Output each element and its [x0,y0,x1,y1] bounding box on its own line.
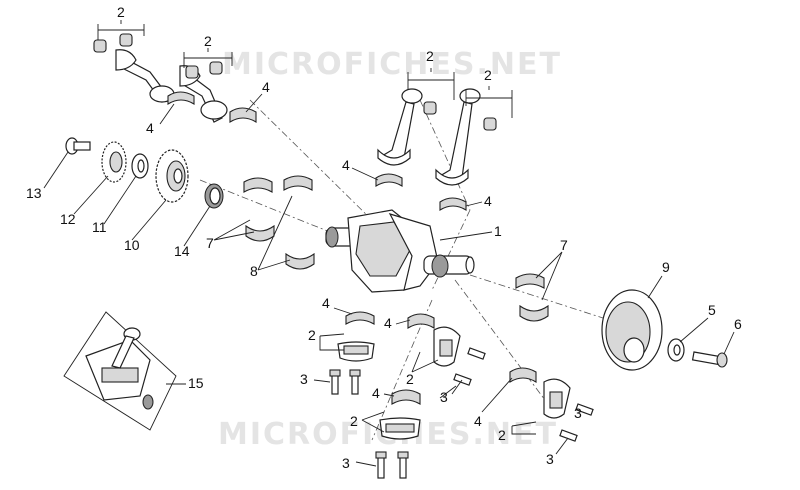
callout-2-upper-left-1: 2 [117,4,125,20]
seal-ring-14 [204,183,224,209]
connecting-rod-upper-mid-2 [435,88,481,186]
bearing-shell-upper-left-2 [229,107,257,123]
callout-3-lower-right-bolt: 3 [574,405,582,421]
main-bearing-shell-7-left-lower [245,224,275,242]
callout-2-upper-mid-2: 2 [484,67,492,83]
bearing-shell-lower-mid [407,313,435,329]
rod-cap-lower-mid [433,326,461,367]
callout-4-lower-mid: 4 [384,315,392,331]
bushing-upper-mid-2 [483,117,497,131]
callout-11-washer: 11 [92,219,107,235]
sprocket-12 [101,141,127,183]
bushing-pair-upper-left-2 [185,61,223,79]
callout-4-lower-left: 4 [322,295,330,311]
callout-3-lower-mid: 3 [440,389,448,405]
callout-2-upper-mid-1: 2 [426,48,434,64]
callout-10-gear: 10 [124,237,140,253]
washer-5 [667,338,685,362]
callout-4-upper-left-2: 4 [262,79,270,95]
main-bearing-shell-8-left-lower [285,252,315,270]
rod-cap-lower-right [543,378,571,419]
callout-2-lower-center: 2 [350,413,358,429]
callout-13-screw: 13 [26,185,42,201]
callout-12-sprocket: 12 [60,211,76,227]
flywheel-9 [601,289,663,371]
callout-6-bolt: 6 [734,316,742,332]
bolts-lower-center-3 [375,451,409,479]
callout-15-assembly: 15 [188,375,204,391]
main-bearing-shell-7-left-upper [243,177,273,193]
main-bearing-shell-8-left-upper [283,175,313,191]
bolts-lower-right-3 [559,403,594,442]
bearing-shell-lower-center [391,389,421,405]
bolt-6 [691,351,728,368]
callout-4-upper-mid-1: 4 [342,157,350,173]
washer-11 [131,153,149,179]
callout-2-lower-mid: 2 [406,371,414,387]
callout-3-lower-left: 3 [300,371,308,387]
rod-cap-lower-left [337,341,375,362]
callout-5-washer: 5 [708,302,716,318]
bolts-lower-mid-3 [453,347,486,386]
callout-9-flywheel: 9 [662,259,670,275]
callout-4-lower-right: 4 [474,413,482,429]
crankshaft [325,209,475,293]
callout-8-left: 8 [250,263,258,279]
assembly-inset-15 [63,311,177,431]
screw-13 [65,137,91,155]
callout-14-seal: 14 [174,243,190,259]
callout-2-lower-left: 2 [308,327,316,343]
callout-3-lower-center: 3 [342,455,350,471]
callout-4-lower-center: 4 [372,385,380,401]
rod-cap-lower-center [379,417,421,440]
callout-2-lower-right: 2 [498,427,506,443]
main-bearing-shell-7-right-lower [519,304,549,322]
bearing-shell-lower-left [345,311,375,325]
main-bearing-shell-7-right-upper [515,273,545,289]
callout-3-lower-right: 3 [546,451,554,467]
connecting-rod-upper-mid-1 [377,88,423,166]
callout-1-crankshaft: 1 [494,223,502,239]
connecting-rod-upper-left-1 [115,49,175,103]
bearing-shell-upper-left-1 [167,91,195,105]
callout-labels: 2 2 4 4 2 2 4 4 1 13 12 11 10 14 7 8 7 9… [26,4,742,471]
bearing-shell-upper-mid-2 [439,197,467,211]
callout-7-left: 7 [206,235,214,251]
callout-7-right: 7 [560,237,568,253]
bolts-lower-left-3 [329,369,361,395]
callout-2-upper-left-2: 2 [204,33,212,49]
leader-lines [43,20,735,467]
bearing-shell-lower-right [509,367,537,383]
gear-10 [155,149,189,203]
callout-4-upper-left-1: 4 [146,120,154,136]
bushing-pair-upper-left-1 [93,33,133,53]
watermark-top: MICROFICHES.NET [222,47,562,82]
bushing-upper-mid-1 [423,101,437,115]
bearing-shell-upper-mid-1 [375,173,403,187]
callout-4-upper-mid-2: 4 [484,193,492,209]
